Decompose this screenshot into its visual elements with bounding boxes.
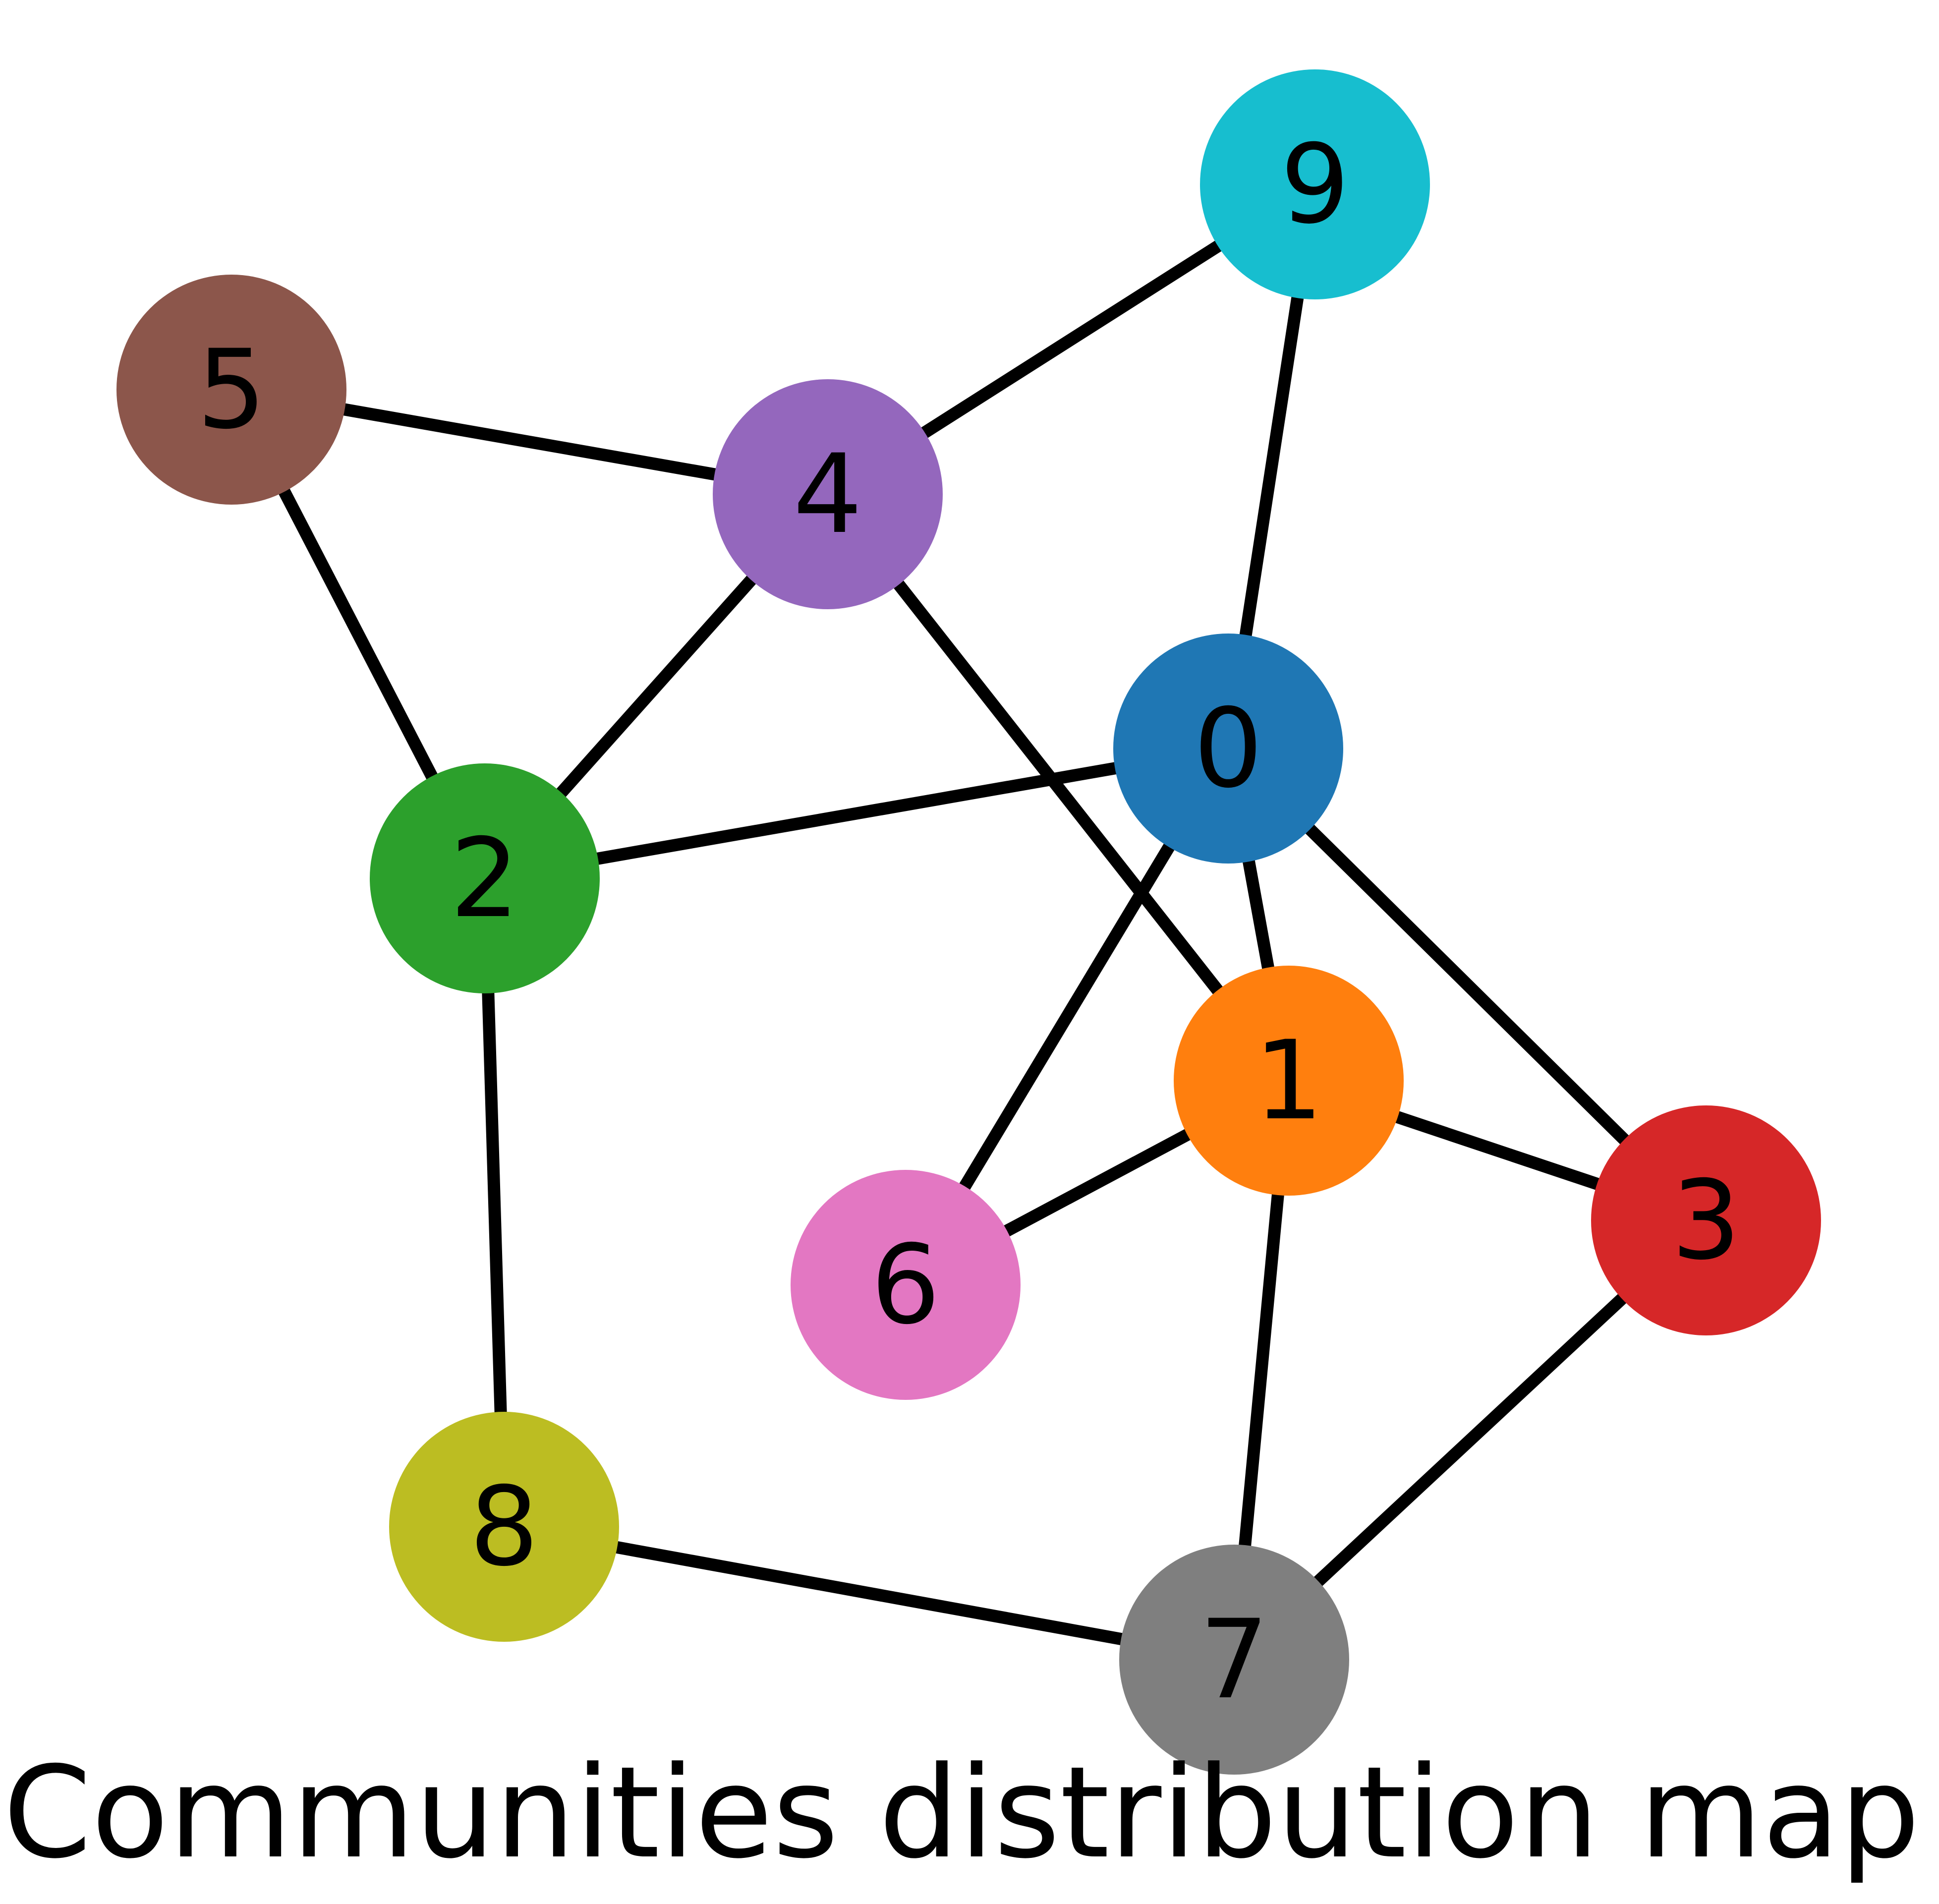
node-label-5: 5 bbox=[197, 326, 266, 453]
node-1: 1 bbox=[1174, 966, 1404, 1196]
node-6: 6 bbox=[791, 1170, 1021, 1400]
node-circle-1 bbox=[1174, 966, 1404, 1196]
node-label-8: 8 bbox=[469, 1463, 539, 1590]
node-circle-2 bbox=[370, 763, 600, 993]
nodes-layer: 0 1 2 3 4 5 6 7 8 9 bbox=[116, 69, 1821, 1775]
node-label-9: 9 bbox=[1280, 121, 1350, 248]
edge-7-8 bbox=[503, 1520, 1236, 1666]
node-circle-9 bbox=[1200, 69, 1430, 299]
node-0: 0 bbox=[1113, 634, 1343, 864]
node-label-3: 3 bbox=[1671, 1157, 1741, 1284]
node-label-2: 2 bbox=[450, 815, 519, 942]
node-label-1: 1 bbox=[1254, 1017, 1323, 1144]
node-circle-5 bbox=[116, 275, 346, 505]
node-label-4: 4 bbox=[793, 431, 862, 558]
node-circle-6 bbox=[791, 1170, 1021, 1400]
node-3: 3 bbox=[1591, 1105, 1821, 1335]
node-2: 2 bbox=[370, 763, 600, 993]
node-circle-0 bbox=[1113, 634, 1343, 864]
node-8: 8 bbox=[389, 1412, 619, 1642]
node-label-7: 7 bbox=[1199, 1596, 1269, 1723]
node-7: 7 bbox=[1119, 1545, 1349, 1775]
node-9: 9 bbox=[1200, 69, 1430, 299]
node-5: 5 bbox=[116, 275, 346, 505]
node-4: 4 bbox=[713, 379, 943, 609]
node-circle-8 bbox=[389, 1412, 619, 1642]
node-circle-4 bbox=[713, 379, 943, 609]
node-label-6: 6 bbox=[871, 1221, 940, 1348]
edge-0-2 bbox=[483, 742, 1230, 885]
graph-title: Communities distribution map bbox=[3, 1739, 1920, 1887]
node-circle-7 bbox=[1119, 1545, 1349, 1775]
node-circle-3 bbox=[1591, 1105, 1821, 1335]
edge-1-4 bbox=[823, 490, 1294, 1085]
node-label-0: 0 bbox=[1194, 685, 1263, 812]
